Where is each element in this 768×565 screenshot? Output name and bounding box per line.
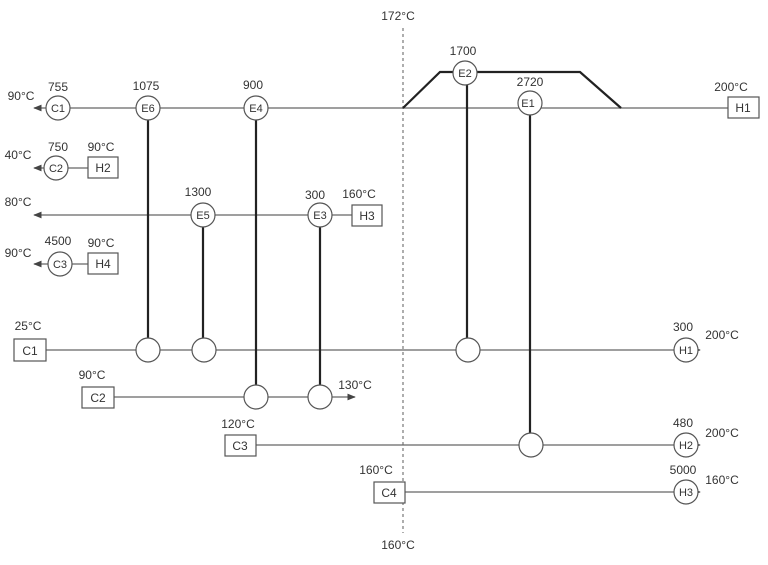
exchanger-e3-cold-node[interactable]: [307, 384, 333, 410]
cold-stream-c2-outlet-temp: 130°C: [338, 378, 372, 392]
pinch-bottom-label: 160°C: [381, 538, 415, 552]
exchanger-e4-duty: 900: [243, 78, 263, 92]
cold-stream-c2-inlet-temp: 90°C: [79, 368, 106, 382]
hot-stream-h1-label: H1: [735, 101, 751, 115]
hot-stream-h4: H4 90°C 90°C C3 4500: [5, 234, 119, 277]
cold-stream-c3-box[interactable]: [224, 434, 257, 457]
exchanger-e1-cold-node[interactable]: [518, 432, 544, 458]
hot-stream-h2: H2 90°C 40°C C2 750: [5, 140, 119, 181]
cold-stream-c4-box[interactable]: [373, 481, 406, 504]
hot-stream-h1-box[interactable]: [727, 96, 760, 119]
heater-h1-label: H1: [679, 345, 693, 357]
exchanger-e6-duty: 1075: [133, 79, 160, 93]
exchanger-e2[interactable]: E2 1700: [450, 44, 478, 86]
hot-stream-h1: H1 200°C 90°C C1 755: [8, 70, 760, 121]
cooler-c2-label: C2: [49, 163, 63, 175]
heater-h3-duty: 5000: [670, 463, 697, 477]
hot-stream-h2-outlet-temp: 40°C: [5, 148, 32, 162]
cold-stream-c2-label: C2: [90, 391, 106, 405]
exchanger-e5-node[interactable]: [190, 202, 216, 228]
heater-h3-label: H3: [679, 487, 693, 499]
hot-stream-h1-inlet-temp: 200°C: [714, 80, 748, 94]
exchanger-e1[interactable]: E1 2720: [517, 75, 544, 116]
hot-stream-h4-box[interactable]: [87, 252, 119, 275]
hot-stream-h4-inlet-temp: 90°C: [88, 236, 115, 250]
hot-stream-h2-inlet-temp: 90°C: [88, 140, 115, 154]
exchanger-e4[interactable]: E4 900: [243, 78, 269, 121]
exchanger-e2-duty: 1700: [450, 44, 477, 58]
exchanger-e1-node[interactable]: [517, 90, 543, 116]
cold-stream-c1-outlet-temp: 200°C: [705, 328, 739, 342]
cold-stream-c4: C4 160°C 160°C H3 5000: [359, 463, 739, 505]
cold-stream-c1-label: C1: [22, 344, 38, 358]
cooler-c3-node[interactable]: [47, 251, 73, 277]
cooler-c3-duty: 4500: [45, 234, 72, 248]
cooler-c2-duty: 750: [48, 140, 68, 154]
heater-h3-node[interactable]: [673, 479, 699, 505]
exchanger-e3-node[interactable]: [307, 202, 333, 228]
exchanger-e2-label: E2: [458, 68, 471, 80]
exchanger-e5-cold-node[interactable]: [191, 337, 217, 363]
cooler-c1-node[interactable]: [45, 95, 71, 121]
exchanger-e4-cold-node[interactable]: [243, 384, 269, 410]
exchanger-e6-label: E6: [141, 103, 154, 115]
heater-h1-node[interactable]: [673, 337, 699, 363]
hot-stream-h3-box[interactable]: [351, 204, 383, 227]
exchanger-e3[interactable]: E3 300: [305, 188, 333, 228]
exchanger-e5-label: E5: [196, 210, 209, 222]
pinch-top-label: 172°C: [381, 9, 415, 23]
heater-h1-duty: 300: [673, 320, 693, 334]
exchanger-e2-cold-node[interactable]: [455, 337, 481, 363]
cold-stream-c4-outlet-temp: 160°C: [705, 473, 739, 487]
exchanger-e6-node[interactable]: [135, 95, 161, 121]
hot-stream-h3: H3 160°C 80°C: [5, 187, 383, 227]
exchanger-e1-label: E1: [521, 98, 534, 110]
cold-stream-c1: C1 25°C 200°C H1 300: [13, 319, 739, 363]
cold-stream-c4-inlet-temp: 160°C: [359, 463, 393, 477]
hot-stream-h3-label: H3: [359, 209, 375, 223]
hot-stream-h2-box[interactable]: [87, 156, 119, 179]
hot-stream-h4-label: H4: [95, 257, 111, 271]
exchanger-e6-cold-node[interactable]: [135, 337, 161, 363]
exchanger-e4-label: E4: [249, 103, 262, 115]
hot-stream-h1-outlet-temp: 90°C: [8, 89, 35, 103]
cold-stream-c4-label: C4: [381, 486, 397, 500]
cold-stream-c1-box[interactable]: [13, 338, 47, 362]
exchanger-e6[interactable]: E6 1075: [133, 79, 161, 121]
cooler-c3-label: C3: [53, 259, 67, 271]
cold-stream-c3-outlet-temp: 200°C: [705, 426, 739, 440]
heater-h2-node[interactable]: [673, 432, 699, 458]
hot-stream-h1-bypass: [402, 70, 622, 109]
hot-stream-h3-outlet-temp: 80°C: [5, 195, 32, 209]
cold-stream-c3-label: C3: [232, 439, 248, 453]
exchanger-e3-label: E3: [313, 210, 326, 222]
hot-stream-h2-label: H2: [95, 161, 111, 175]
exchanger-e1-duty: 2720: [517, 75, 544, 89]
exchanger-e2-node[interactable]: [452, 60, 478, 86]
exchanger-e4-node[interactable]: [243, 95, 269, 121]
cold-stream-c2-box[interactable]: [81, 386, 115, 409]
heater-h2-label: H2: [679, 440, 693, 452]
cold-stream-c3-inlet-temp: 120°C: [221, 417, 255, 431]
hot-stream-h3-inlet-temp: 160°C: [342, 187, 376, 201]
cold-stream-c1-inlet-temp: 25°C: [15, 319, 42, 333]
hot-stream-h4-outlet-temp: 90°C: [5, 246, 32, 260]
exchanger-e5[interactable]: E5 1300: [185, 185, 216, 228]
exchanger-e5-duty: 1300: [185, 185, 212, 199]
cold-stream-c3: C3 120°C 200°C H2 480: [221, 416, 739, 458]
cooler-c2-node[interactable]: [43, 155, 69, 181]
cooler-c1-label: C1: [51, 103, 65, 115]
heater-h2-duty: 480: [673, 416, 693, 430]
exchanger-e3-duty: 300: [305, 188, 325, 202]
cooler-c1-duty: 755: [48, 80, 68, 94]
